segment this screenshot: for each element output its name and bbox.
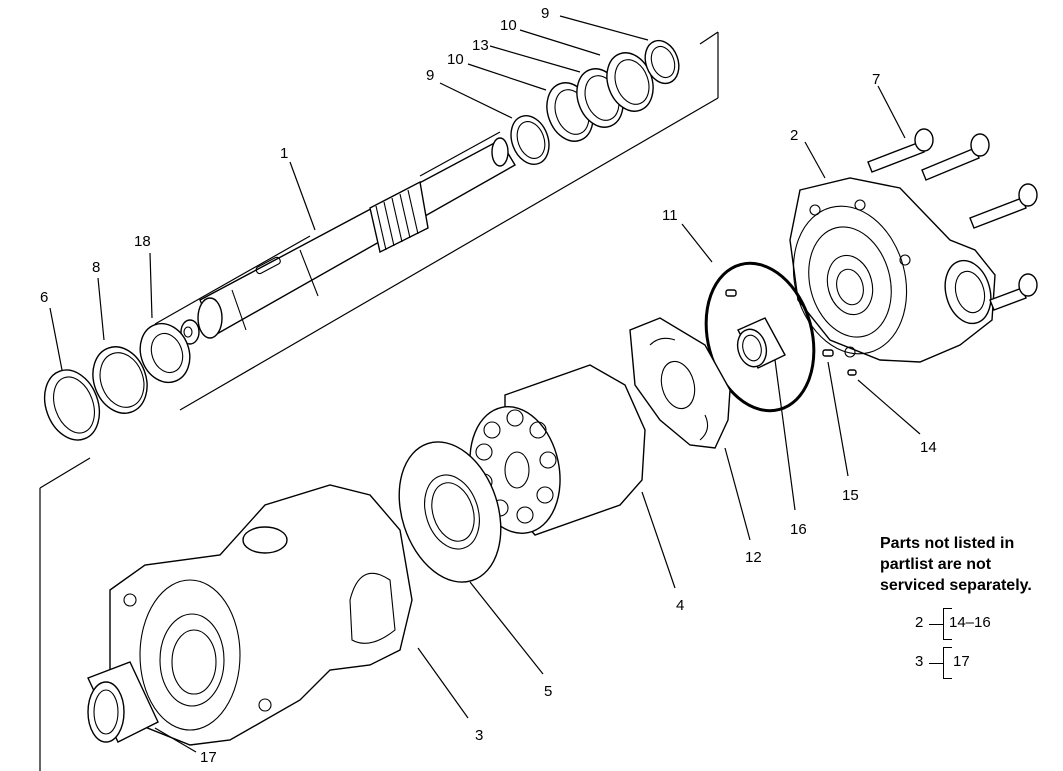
shaft-part-1 [180, 137, 516, 345]
callout-7: 7 [872, 71, 880, 88]
group-ref-3-range: 17 [953, 653, 970, 670]
group-ref-3: 3 17 [915, 647, 995, 679]
housing-part-3 [109, 484, 413, 746]
o-ring-part-11 [704, 261, 816, 413]
callout-1: 1 [280, 145, 288, 162]
callout-9a: 9 [426, 67, 434, 84]
group-ref-3-bracket [943, 647, 952, 679]
callout-5: 5 [544, 683, 552, 700]
port-plate-part-12 [629, 317, 731, 449]
callout-3: 3 [475, 727, 483, 744]
callout-18: 18 [134, 233, 151, 250]
needle-bearing-part-16 [736, 317, 786, 369]
callout-6: 6 [40, 289, 48, 306]
callout-13: 13 [472, 37, 489, 54]
leader-lines [49, 15, 921, 753]
service-note-line-2: partlist are not [880, 556, 992, 573]
callout-11: 11 [662, 207, 678, 224]
callout-4: 4 [676, 597, 684, 614]
group-ref-3-part: 3 [915, 653, 924, 670]
callout-10b: 10 [500, 17, 517, 34]
pins-parts-14-15 [725, 289, 857, 376]
service-note-line-1: Parts not listed in [880, 535, 1015, 552]
group-ref-2-range: 14–16 [949, 614, 991, 631]
group-ref-2-part: 2 [915, 614, 924, 631]
bearing-part-8 [92, 346, 148, 414]
bearing-part-17 [87, 661, 159, 743]
retaining-ring-part-6 [43, 369, 101, 441]
service-note: Parts not listed in partlist are not ser… [880, 533, 1060, 596]
callout-12: 12 [745, 549, 762, 566]
bolts-part-7 [867, 128, 1038, 311]
callout-9b: 9 [541, 5, 549, 22]
callout-labels: 1 2 3 4 5 6 7 8 9 9 10 10 11 12 13 14 15… [40, 5, 937, 766]
callout-16: 16 [790, 521, 807, 538]
group-ref-2-tick [929, 624, 943, 625]
callout-17: 17 [200, 749, 217, 766]
washer-part-18 [139, 322, 191, 384]
thrust-plate-part-5 [398, 441, 502, 583]
end-cover-part-2 [789, 177, 996, 363]
service-note-line-3: serviced separately. [880, 577, 1032, 594]
ring-stack-parts-9-10-13 [510, 39, 680, 165]
group-ref-2: 2 14–16 [915, 608, 1025, 640]
group-ref-2-bracket [943, 608, 952, 640]
plane-outline-upper [39, 31, 719, 771]
callout-14: 14 [920, 439, 937, 456]
callout-15: 15 [842, 487, 859, 504]
group-ref-3-tick [929, 663, 943, 664]
callout-2: 2 [790, 127, 798, 144]
callout-10a: 10 [447, 51, 464, 68]
callout-8: 8 [92, 259, 100, 276]
